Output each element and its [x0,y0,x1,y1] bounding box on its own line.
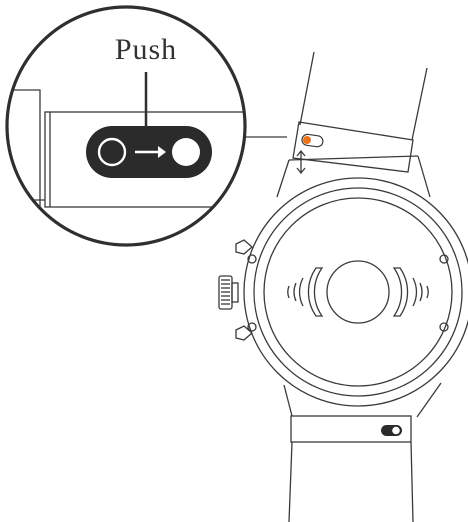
pin-start-position-icon [97,137,127,167]
pin-end-position-icon [172,138,200,166]
double-headed-arrow-icon [296,149,306,175]
bottom-band-quick-release-pin[interactable] [381,425,402,436]
arrow-right-icon [135,146,166,158]
side-button-lower[interactable] [235,325,253,341]
heart-rate-sensor-icon [287,260,429,324]
side-button-upper[interactable] [235,239,253,255]
caseback-screw [439,322,449,332]
bottom-band-strap [288,415,414,522]
push-toggle-pill[interactable] [86,126,212,178]
watch-case [218,155,468,418]
top-band-strap [292,51,428,175]
crown-icon[interactable] [218,275,239,310]
caseback-screw [247,254,257,264]
push-label: Push [115,33,177,66]
caseback-screw [247,322,257,332]
top-band-quick-release-pin[interactable] [301,133,324,148]
orange-pin-dot [303,136,311,144]
caseback-screw [439,254,449,264]
magnified-callout: Push [5,5,247,247]
